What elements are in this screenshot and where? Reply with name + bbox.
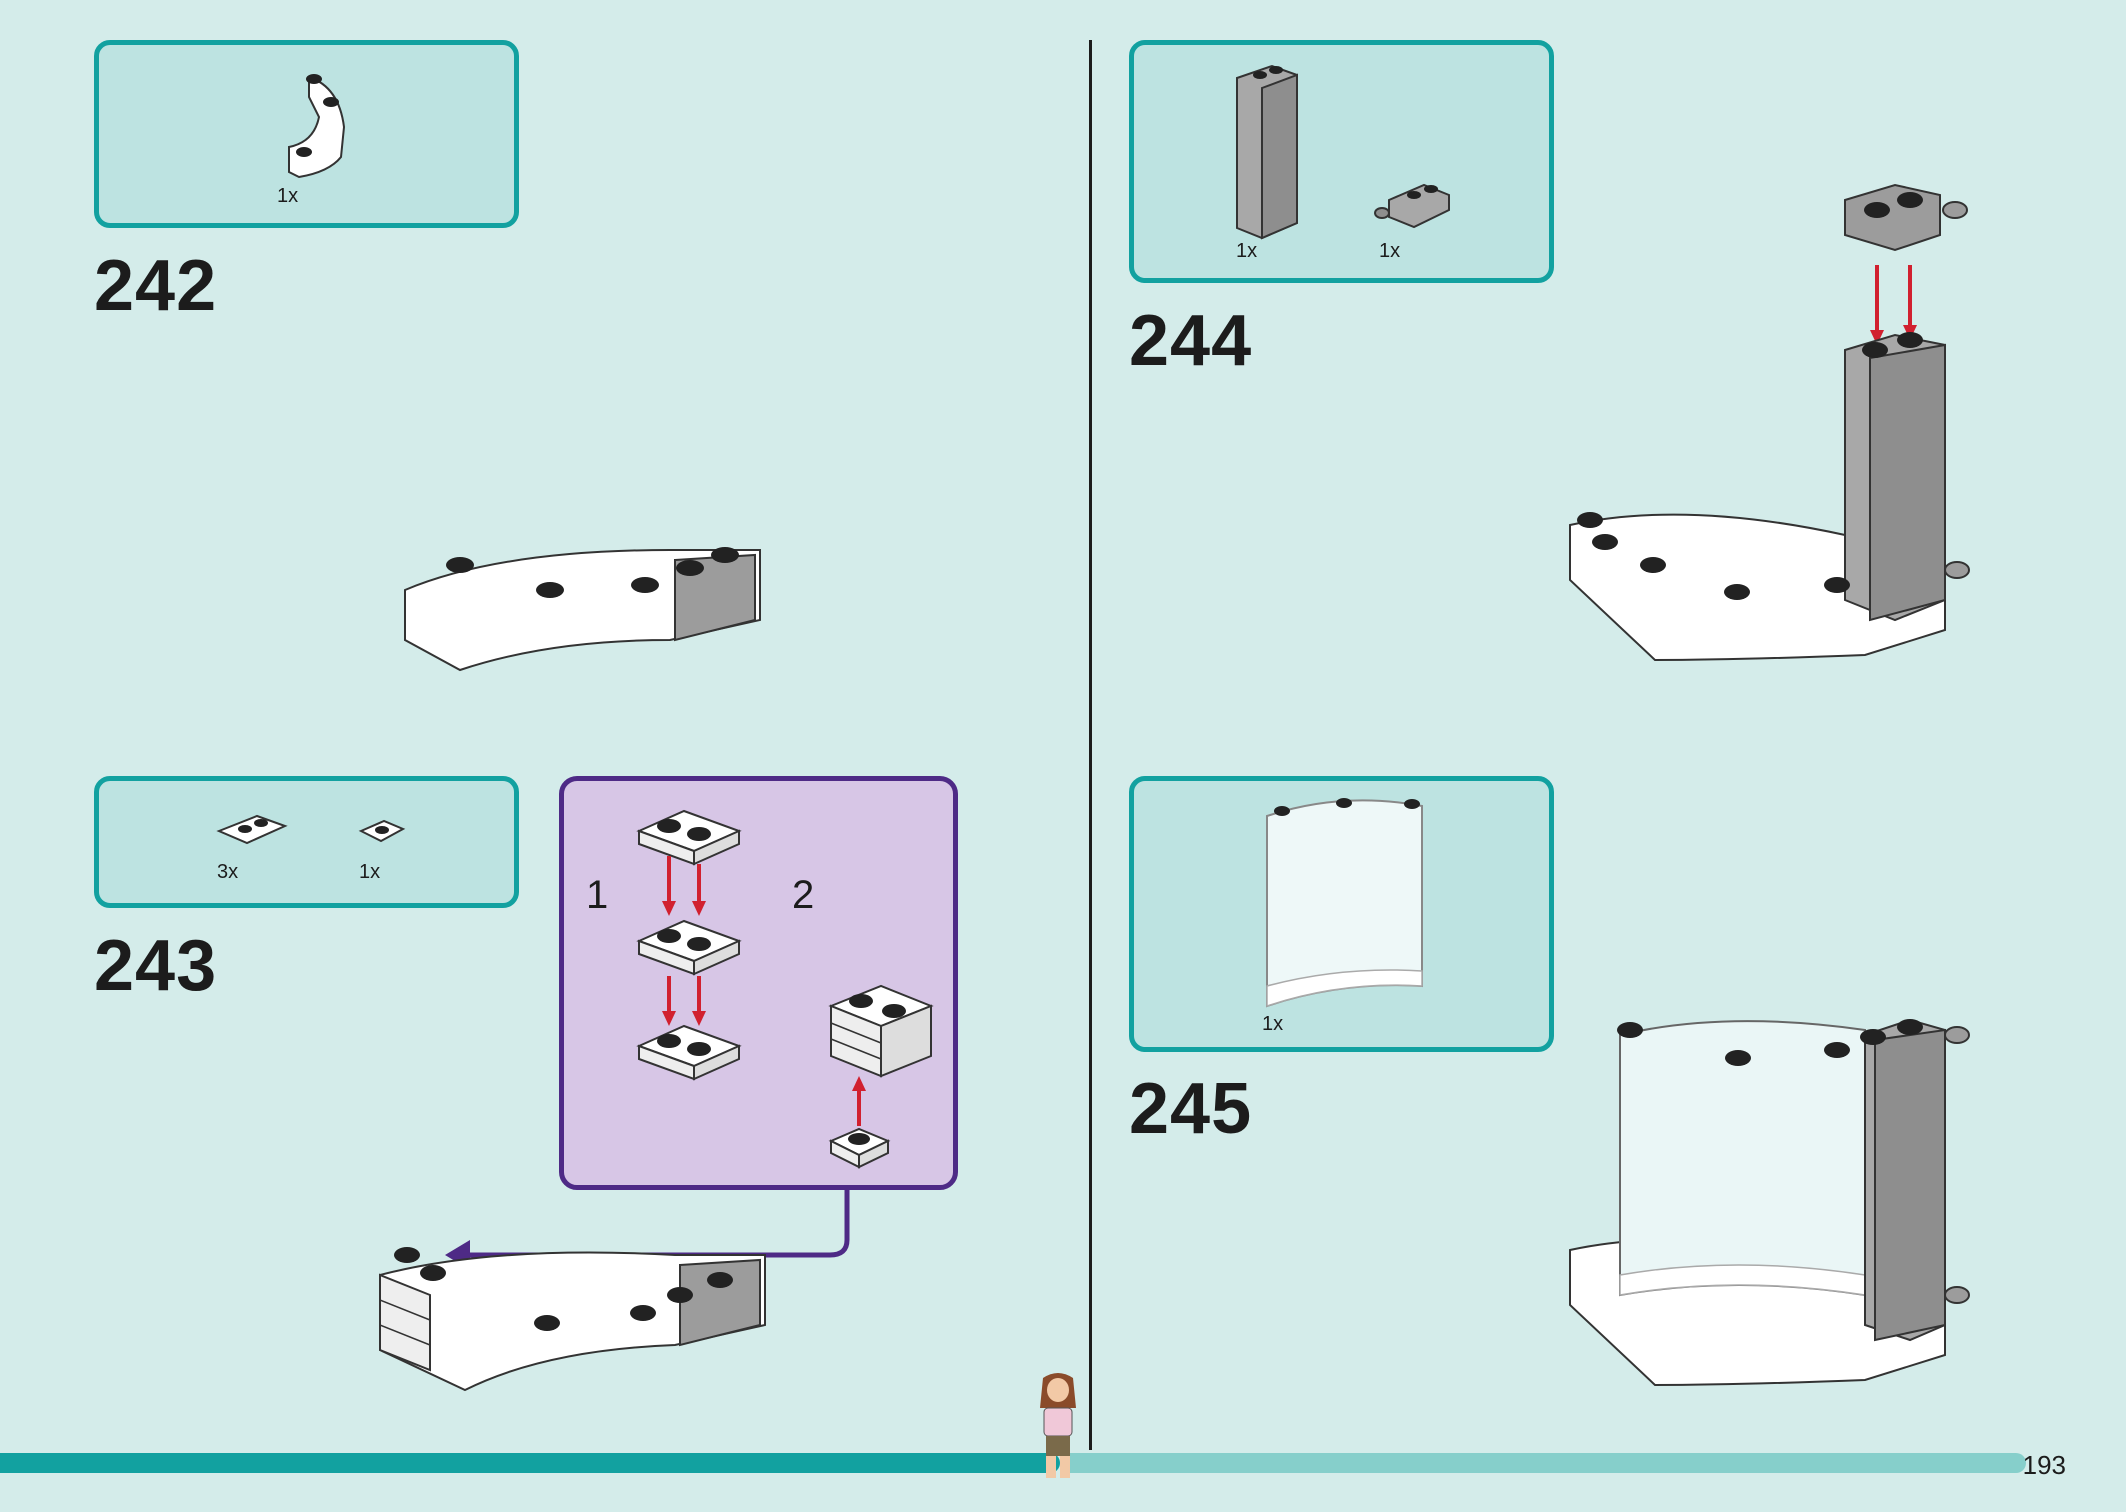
- transparent-curved-panel-icon: [1266, 798, 1423, 1008]
- step-number-242: 242: [94, 246, 218, 326]
- step-number-243: 243: [94, 926, 218, 1006]
- step-number-244: 244: [1129, 301, 1253, 381]
- progress-bar-remaining: [1060, 1453, 2026, 1473]
- substep-number-1: 1: [586, 873, 609, 917]
- curved-white-plate-icon: [288, 74, 346, 179]
- progress-bar-filled: [0, 1453, 1060, 1473]
- step-243-model: [379, 1247, 766, 1392]
- minifigure-icon: [1040, 1373, 1076, 1478]
- part-qty: 1x: [1262, 1013, 1284, 1035]
- gray-brick-1x2x5-icon: [1236, 64, 1298, 240]
- substep-stack-assembly-illustration: [828, 984, 934, 1169]
- part-qty: 1x: [359, 861, 381, 883]
- step-242-parts-box: 1x: [94, 40, 519, 228]
- page-divider: [1089, 40, 1092, 1450]
- step-243-parts-box: 3x 1x: [94, 776, 519, 908]
- step-242-model: [404, 547, 761, 672]
- part-qty: 1x: [1379, 240, 1401, 262]
- white-plate-1x2-icon: [216, 814, 288, 845]
- step-245-model: [1569, 1018, 1970, 1387]
- part-qty: 1x: [277, 185, 299, 207]
- page-number: 193: [2022, 1450, 2066, 1480]
- substep-number-2: 2: [792, 873, 815, 917]
- part-qty: 1x: [1236, 240, 1258, 262]
- step-244-parts-box: 1x 1x: [1129, 40, 1554, 283]
- step-245-parts-box: 1x: [1129, 776, 1554, 1052]
- substep-plates-stacking-illustration: [636, 809, 742, 1081]
- gray-clip-brick-icon: [1374, 183, 1450, 229]
- step-number-245: 245: [1129, 1069, 1253, 1149]
- substep-box: 1 2: [559, 776, 958, 1190]
- step-244-model: [1569, 183, 1970, 662]
- part-qty: 3x: [217, 861, 239, 883]
- white-plate-1x1-icon: [358, 819, 406, 843]
